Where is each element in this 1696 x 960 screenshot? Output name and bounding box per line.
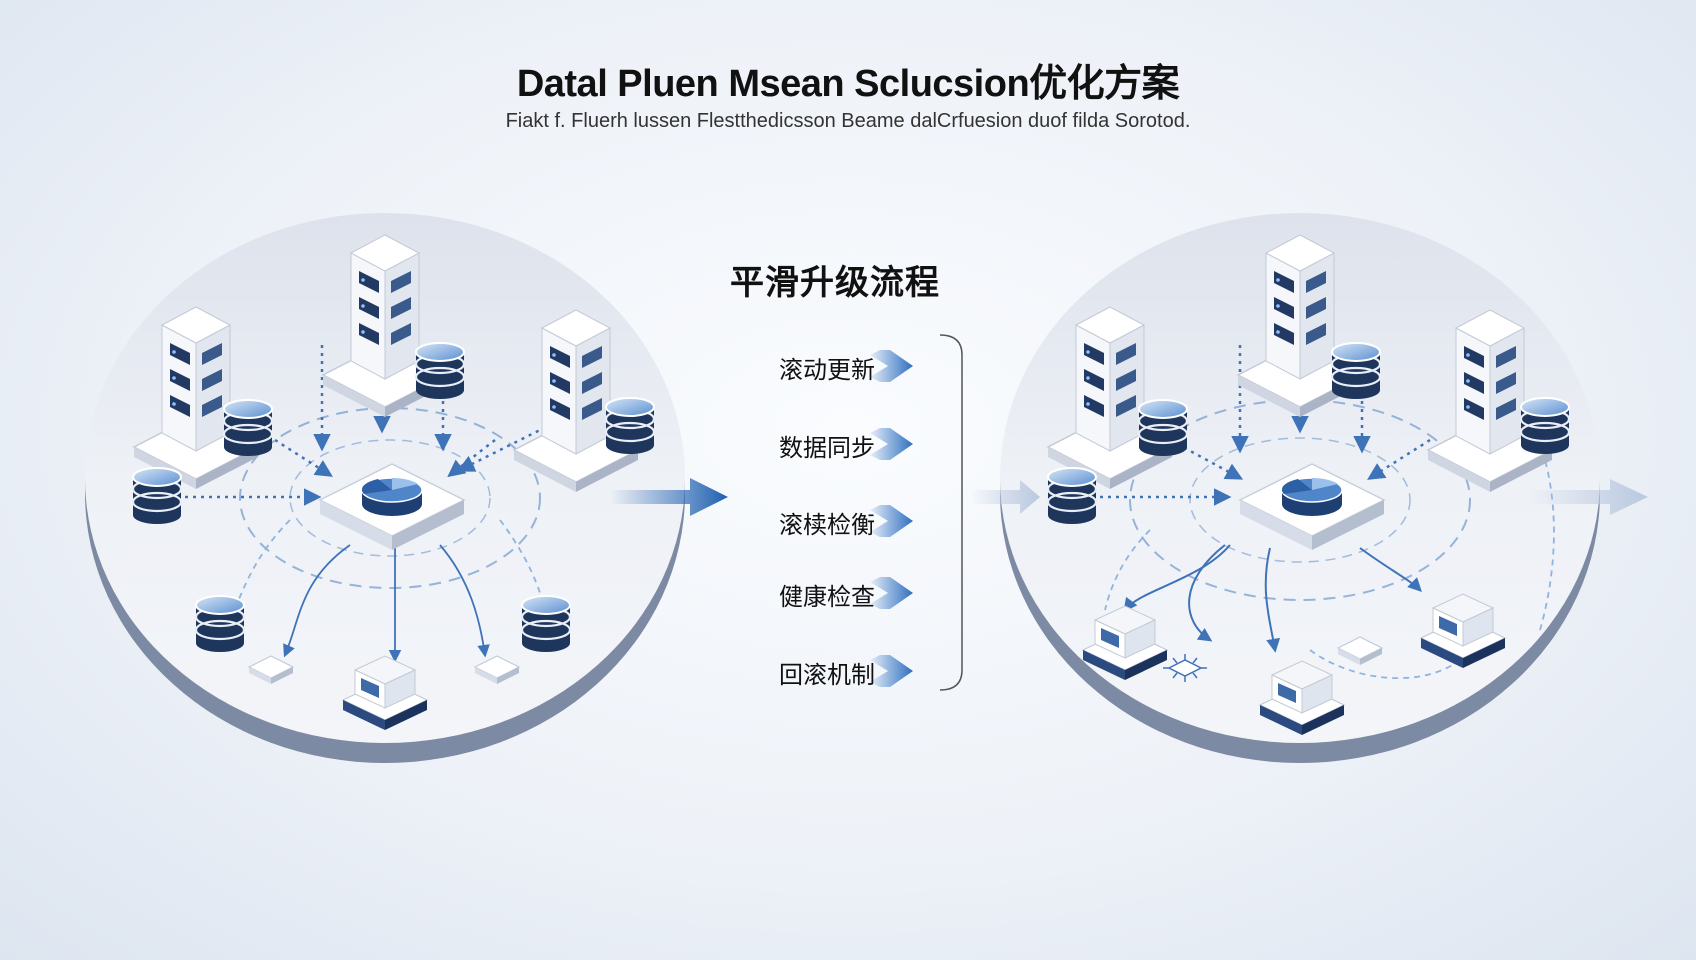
page-title: Datal Pluen Msean Sclucsion优化方案 <box>516 63 1180 105</box>
step-label-check: 滚椟检衡 <box>779 511 875 539</box>
database-icon <box>1330 341 1382 401</box>
database-icon <box>222 398 274 458</box>
left-cluster <box>85 213 685 763</box>
step-label-rolling-update: 滚动更新 <box>779 356 875 384</box>
database-icon <box>604 396 656 456</box>
database-icon <box>1519 396 1571 456</box>
step-label-rollback: 回滚机制 <box>779 661 875 689</box>
chip-icon <box>1163 654 1207 682</box>
right-cluster <box>1000 213 1600 763</box>
step-chevrons <box>870 350 913 687</box>
database-icon <box>131 466 183 526</box>
step-label-data-sync: 数据同步 <box>779 434 875 462</box>
steps-title: 平滑升级流程 <box>730 263 940 303</box>
arrow-right-icon <box>1530 479 1648 515</box>
database-icon <box>1046 466 1098 526</box>
database-icon <box>194 594 246 654</box>
arrow-right-icon <box>610 478 728 516</box>
steps-bracket <box>939 334 963 691</box>
database-icon <box>414 341 466 401</box>
database-icon <box>1137 398 1189 458</box>
arrow-right-icon <box>970 480 1040 514</box>
database-icon <box>520 594 572 654</box>
page-subtitle: Fiakt f. Fluerh lussen Flestthedicsson B… <box>505 110 1191 132</box>
step-label-health-check: 健康检查 <box>779 583 875 611</box>
